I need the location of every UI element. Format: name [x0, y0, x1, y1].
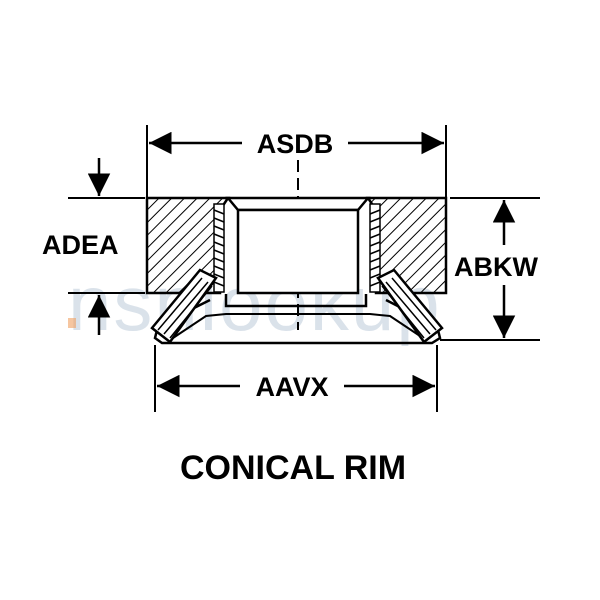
dimension-label-left: ADEA [42, 230, 119, 260]
rim-tab-left [150, 268, 218, 344]
dimension-bottom: AAVX [154, 345, 438, 412]
thread-left [213, 203, 225, 293]
dimension-right: ABKW [440, 197, 540, 341]
inner-wall-bottom [224, 294, 368, 308]
watermark-dot [68, 318, 76, 328]
dimension-top: ASDB [146, 125, 447, 198]
diagram-caption: CONICAL RIM [180, 449, 406, 487]
rim-tab-right-lines [381, 277, 437, 339]
rim-tab-right [376, 268, 444, 344]
bore [236, 208, 360, 295]
bore-chamfer [225, 196, 371, 212]
conical-rim-inner [169, 313, 427, 341]
dimension-label-bottom: AAVX [255, 372, 328, 402]
thread-right [369, 203, 381, 293]
dimension-label-top: ASDB [257, 129, 334, 159]
rim-tab-left-lines [157, 277, 213, 339]
rim-part [145, 196, 448, 345]
dimension-label-right: ABKW [454, 252, 538, 282]
dimension-left: ADEA [42, 158, 145, 335]
